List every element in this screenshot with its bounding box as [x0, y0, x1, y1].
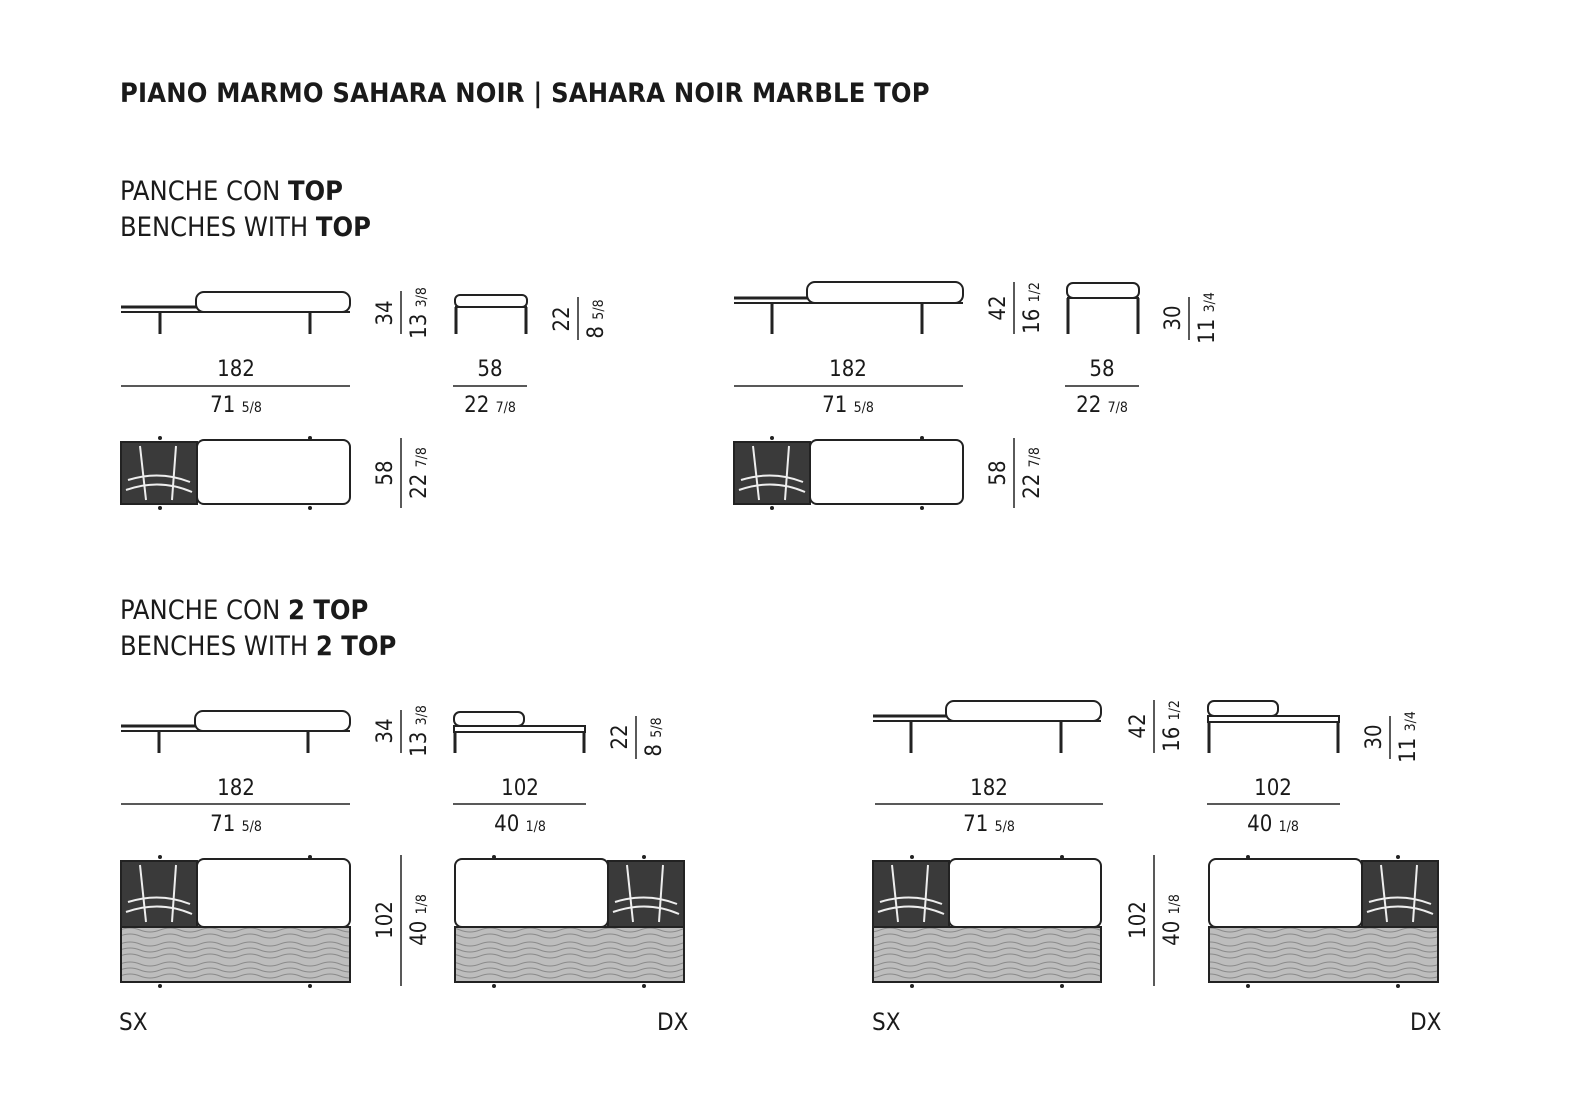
- section-heading-line-en: BENCHES WITH 2 TOP: [120, 631, 397, 662]
- stool-low-side-view: [454, 294, 528, 334]
- width-in-label: 22 7/8: [1076, 393, 1128, 418]
- height-cm-label: 22: [608, 724, 633, 749]
- height-in-label: 16 1/2: [1160, 700, 1185, 752]
- width-cm-label: 182: [217, 357, 255, 382]
- bench-2top-sx-plan-view: [120, 855, 351, 988]
- bench-2top-high-dx-plan-view: [1208, 855, 1439, 988]
- width-cm-label: 182: [970, 776, 1008, 801]
- dx-label: DX: [1410, 1008, 1442, 1036]
- height-in-label: 11 3/4: [1396, 711, 1421, 763]
- height-in-label: 16 1/2: [1020, 282, 1045, 334]
- section-heading-benches-top: PANCHE CON TOP BENCHES WITH TOP: [120, 174, 371, 246]
- width-in-label: 40 1/8: [1247, 812, 1299, 837]
- section-heading-line-it: PANCHE CON TOP: [120, 176, 343, 207]
- width-cm-label: 102: [501, 776, 539, 801]
- height-in-label: 13 3/8: [407, 287, 432, 339]
- bench-top-high-side-view: [734, 281, 964, 334]
- depth-cm-label: 58: [986, 460, 1011, 485]
- dx-label: DX: [657, 1008, 689, 1036]
- section-heading-line-it: PANCHE CON 2 TOP: [120, 595, 369, 626]
- depth-cm-label: 58: [373, 460, 398, 485]
- section-heading-line-en: BENCHES WITH TOP: [120, 212, 371, 243]
- height-in-label: 8 5/8: [584, 299, 609, 338]
- depth-cm-label: 102: [373, 901, 398, 939]
- height-cm-label: 30: [1362, 724, 1387, 749]
- depth-cm-label: 102: [1126, 901, 1151, 939]
- height-cm-label: 30: [1161, 305, 1186, 330]
- width-in-label: 71 5/8: [210, 393, 262, 418]
- width-cm-label: 58: [477, 357, 502, 382]
- page-title: PIANO MARMO SAHARA NOIR | SAHARA NOIR MA…: [120, 78, 930, 109]
- width-cm-label: 182: [217, 776, 255, 801]
- bench-2top-dx-plan-view: [454, 855, 685, 988]
- width-in-label: 40 1/8: [494, 812, 546, 837]
- height-cm-label: 34: [373, 300, 398, 325]
- height-cm-label: 42: [986, 295, 1011, 320]
- bench-top-high-plan-view: [733, 436, 964, 510]
- section-heading-benches-2top: PANCHE CON 2 TOP BENCHES WITH 2 TOP: [120, 593, 396, 665]
- bench-2top-low-side-view: [121, 710, 351, 753]
- width-in-label: 71 5/8: [963, 812, 1015, 837]
- width-in-label: 71 5/8: [210, 812, 262, 837]
- bench-top-low-plan-view: [120, 436, 351, 510]
- width-cm-label: 102: [1254, 776, 1292, 801]
- sx-label: SX: [119, 1008, 148, 1036]
- depth-in-label: 22 7/8: [407, 447, 432, 499]
- sx-label: SX: [872, 1008, 901, 1036]
- width-cm-label: 58: [1089, 357, 1114, 382]
- stool-high-side-view: [1066, 282, 1140, 334]
- depth-in-label: 40 1/8: [407, 894, 432, 946]
- bench-top-low-side-view: [121, 291, 351, 334]
- height-cm-label: 42: [1126, 713, 1151, 738]
- bench-2top-high-side-view: [873, 700, 1102, 753]
- height-in-label: 8 5/8: [642, 717, 667, 756]
- height-in-label: 11 3/4: [1195, 292, 1220, 344]
- width-in-label: 22 7/8: [464, 393, 516, 418]
- width-cm-label: 182: [829, 357, 867, 382]
- stool-2top-low-side-view: [453, 711, 586, 753]
- height-cm-label: 34: [373, 718, 398, 743]
- width-in-label: 71 5/8: [822, 393, 874, 418]
- bench-2top-high-sx-plan-view: [872, 855, 1102, 988]
- depth-in-label: 40 1/8: [1160, 894, 1185, 946]
- height-cm-label: 22: [550, 306, 575, 331]
- height-in-label: 13 3/8: [407, 705, 432, 757]
- stool-2top-high-side-view: [1207, 700, 1340, 753]
- depth-in-label: 22 7/8: [1020, 447, 1045, 499]
